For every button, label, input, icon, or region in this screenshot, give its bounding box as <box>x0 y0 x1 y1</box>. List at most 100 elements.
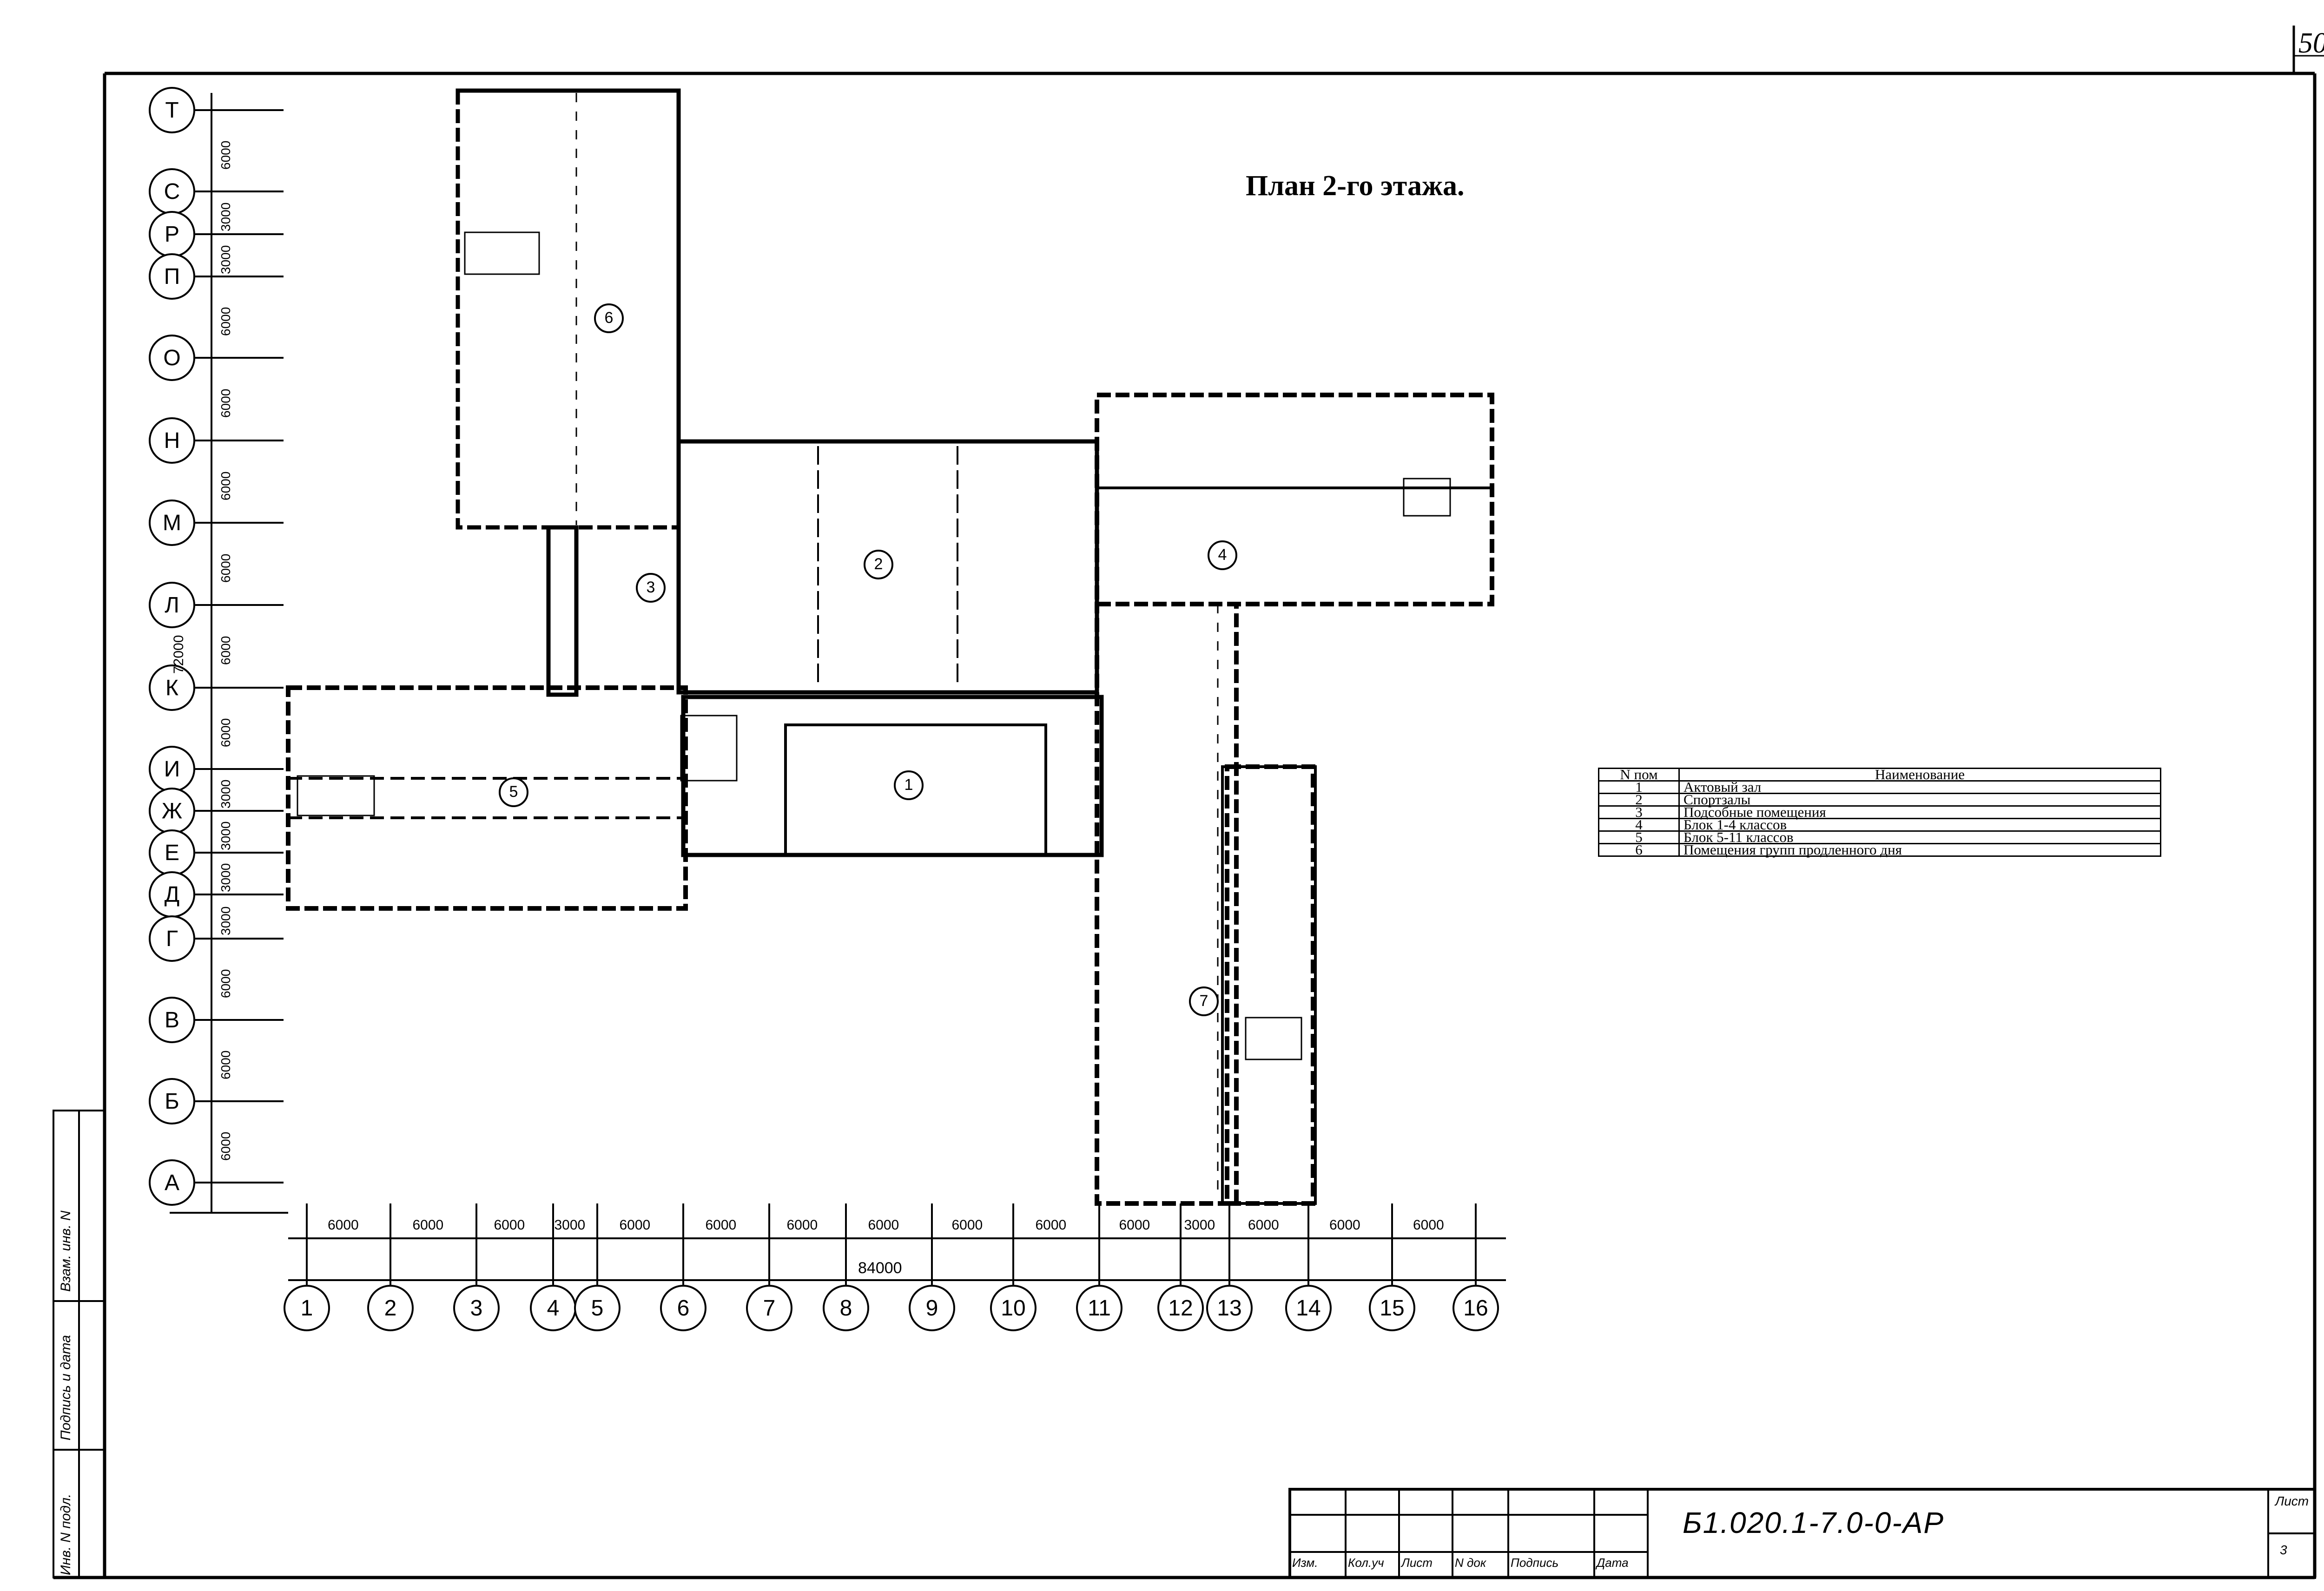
column-axis-1: 1 <box>284 1285 330 1331</box>
column-axis-4-text: 4 <box>547 1295 560 1321</box>
row-axis-5-text: О <box>163 345 181 370</box>
column-axis-9: 9 <box>909 1285 955 1331</box>
row-axis-14: Г <box>149 915 195 962</box>
legend-room-name: Актовый зал <box>1678 780 2161 794</box>
row-axis-12: Е <box>149 829 195 876</box>
row-axis-6-text: Н <box>164 428 180 453</box>
row-dimension: 6000 <box>218 388 233 418</box>
column-axis-12: 12 <box>1157 1285 1204 1331</box>
row-axis-line <box>195 687 284 689</box>
row-dimension: 6000 <box>218 969 233 998</box>
legend-room-name: Помещения групп продленного дня <box>1678 842 2161 857</box>
floor-plan <box>286 88 1494 1206</box>
column-axis-5-text: 5 <box>591 1295 604 1321</box>
row-dimension: 3000 <box>218 779 233 809</box>
column-axis-15: 15 <box>1369 1285 1415 1331</box>
column-axis-line <box>1475 1203 1477 1285</box>
column-axis-line <box>1307 1203 1309 1285</box>
room-marker-4: 4 <box>1218 546 1227 564</box>
row-axis-line <box>195 522 284 524</box>
row-axis-line <box>195 109 284 111</box>
row-axis-1: Т <box>149 87 195 133</box>
row-axis-10: И <box>149 746 195 792</box>
row-axis-3-text: Р <box>164 222 179 247</box>
room-marker-7: 7 <box>1199 992 1208 1010</box>
row-axis-11-text: Ж <box>161 798 183 823</box>
sheet-page-number: 50 <box>2298 27 2324 59</box>
column-axis-7-text: 7 <box>763 1295 776 1321</box>
stamp-column-label: Подпись <box>1511 1556 1559 1570</box>
column-dimension: 6000 <box>868 1217 899 1233</box>
side-label: Подпись и дата <box>58 1335 73 1440</box>
column-dimension: 6000 <box>705 1217 737 1233</box>
column-axis-1-text: 1 <box>300 1295 313 1321</box>
row-dimension: 3000 <box>218 906 233 935</box>
side-label: Инв. N подл. <box>58 1493 73 1575</box>
side-strip <box>53 1110 106 1578</box>
stamp-sheet-value: 3 <box>2280 1543 2287 1557</box>
column-axis-16: 16 <box>1452 1285 1499 1331</box>
column-axis-10-text: 10 <box>1001 1295 1026 1321</box>
column-axis-3-text: 3 <box>470 1295 483 1321</box>
column-axis-line <box>845 1203 847 1285</box>
row-axis-line <box>195 810 284 812</box>
column-axis-line <box>1098 1203 1100 1285</box>
row-axis-10-text: И <box>164 756 180 782</box>
column-dimension: 6000 <box>1119 1217 1150 1233</box>
row-axis-line <box>195 357 284 359</box>
row-axis-line <box>195 1019 284 1021</box>
row-axis-line <box>195 191 284 192</box>
column-axis-15-text: 15 <box>1380 1295 1405 1321</box>
row-axis-8-text: Л <box>165 592 179 618</box>
row-axis-line <box>195 768 284 770</box>
row-axis-ticks <box>170 93 288 1214</box>
row-dimension: 6000 <box>218 553 233 583</box>
column-axis-13-text: 13 <box>1217 1295 1242 1321</box>
row-dimension: 3000 <box>218 863 233 892</box>
column-dimension: 6000 <box>1035 1217 1067 1233</box>
row-axis-16-text: Б <box>165 1089 179 1114</box>
row-dimension: 6000 <box>218 1050 233 1079</box>
room-markers <box>499 303 1237 1016</box>
column-axis-16-text: 16 <box>1463 1295 1488 1321</box>
room-marker-2: 2 <box>874 555 883 573</box>
row-axis-13: Д <box>149 871 195 918</box>
row-axis-line <box>195 440 284 441</box>
title-block <box>1288 1488 2316 1579</box>
horizontal-dimensions <box>288 1237 1506 1281</box>
column-axis-11: 11 <box>1076 1285 1122 1331</box>
row-axis-17-text: А <box>164 1170 179 1195</box>
row-dimension: 6000 <box>218 636 233 665</box>
column-axis-6-text: 6 <box>677 1295 690 1321</box>
column-axis-9-text: 9 <box>925 1295 938 1321</box>
stamp-column-label: Лист <box>1401 1556 1433 1570</box>
column-axis-2-text: 2 <box>384 1295 397 1321</box>
legend-room-name: Блок 5-11 классов <box>1678 830 2161 844</box>
column-axis-line <box>596 1203 598 1285</box>
legend-room-number: 3 <box>1598 805 1680 819</box>
column-axis-14: 14 <box>1285 1285 1332 1331</box>
column-axis-10: 10 <box>990 1285 1037 1331</box>
row-axis-line <box>195 276 284 277</box>
column-axis-6: 6 <box>660 1285 706 1331</box>
room-marker-1: 1 <box>904 776 913 794</box>
row-axis-9: К <box>149 664 195 711</box>
row-dimension: 6000 <box>218 471 233 500</box>
column-axis-line <box>1391 1203 1393 1285</box>
row-dimension: 3000 <box>218 202 233 231</box>
row-axis-9-text: К <box>165 675 178 700</box>
column-dimension: 6000 <box>412 1217 444 1233</box>
row-axis-14-text: Г <box>166 926 178 951</box>
column-axis-8: 8 <box>823 1285 869 1331</box>
column-axis-7: 7 <box>746 1285 792 1331</box>
row-axis-8: Л <box>149 582 195 628</box>
row-axis-12-text: Е <box>164 840 179 865</box>
column-axis-3: 3 <box>453 1285 500 1331</box>
room-marker-6: 6 <box>604 309 614 327</box>
drawing-title: План 2-го этажа. <box>1246 170 1465 202</box>
stamp-column-label: Дата <box>1597 1556 1629 1570</box>
